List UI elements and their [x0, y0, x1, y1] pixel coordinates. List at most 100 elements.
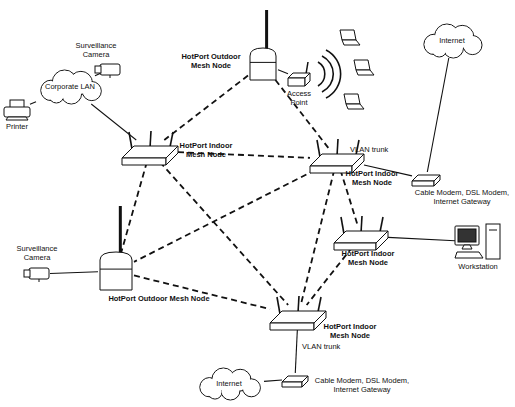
modem-device: Cable Modem, DSL Modem, Internet Gateway [282, 373, 308, 385]
node-shape [122, 140, 178, 162]
antenna [277, 297, 280, 314]
antenna [317, 140, 320, 157]
mesh-link [121, 162, 146, 252]
node-title: HotPort Indoor Mesh Node [318, 323, 382, 340]
printer-tray [6, 117, 28, 120]
laptop-keyboard [342, 40, 360, 45]
node-label: Cable Modem, DSL Modem, Internet Gateway [412, 189, 512, 206]
antenna [337, 139, 338, 156]
wired-link [264, 380, 282, 381]
enclosure-seam [100, 269, 132, 270]
mesh-link [134, 275, 270, 309]
outdoor-enclosure [100, 252, 132, 290]
laptop-symbol [340, 30, 360, 45]
wifi-wave [318, 62, 325, 86]
outdoor-symbol [100, 206, 132, 290]
antenna [119, 206, 122, 254]
node-shape [412, 172, 440, 186]
workstation-device: Workstation [455, 224, 501, 260]
wifi-waves [318, 50, 341, 98]
node-label: Internet [420, 37, 484, 46]
wired-link [50, 272, 98, 274]
laptop-symbol [354, 60, 374, 75]
mesh-node: HotPort Outdoor Mesh Node [248, 48, 278, 80]
camera-symbol [95, 64, 120, 78]
printer-symbol [4, 100, 30, 120]
antenna [170, 132, 173, 147]
modem-symbol [282, 376, 308, 387]
node-label: Access Point [284, 90, 314, 107]
camera-lens [24, 270, 30, 277]
printer-device: Printer [4, 100, 30, 120]
antenna [361, 216, 362, 233]
network-cloud: Corporate LAN [36, 70, 104, 104]
tower [486, 224, 500, 259]
camera-body [100, 64, 120, 75]
node-label: Workstation [449, 263, 507, 272]
box-front [412, 181, 434, 186]
node-shape [95, 62, 121, 78]
node-shape [98, 252, 134, 290]
node-label: Internet [194, 380, 264, 389]
link-label: VLAN trunk [302, 343, 340, 352]
laptop-screen [344, 94, 360, 104]
wired-link [427, 58, 448, 172]
antenna [298, 296, 299, 313]
cloud-fill [243, 380, 259, 396]
keyboard [455, 252, 483, 258]
node-shape [248, 48, 278, 80]
access-point: Access Point [288, 70, 310, 86]
network-cloud: Internet [420, 24, 484, 58]
modem-symbol [412, 175, 440, 186]
camera-mount [110, 75, 111, 78]
node-label: Printer [0, 123, 34, 132]
laptop-screen [354, 60, 370, 70]
printer-body [4, 107, 30, 117]
box-side [376, 231, 388, 250]
tower-drive [489, 230, 497, 231]
mesh-node: HotPort Indoor Mesh Node [270, 305, 326, 327]
mesh-link [275, 80, 328, 148]
ap-side [305, 73, 310, 86]
camera-mount [39, 279, 40, 282]
indoor-symbol [310, 139, 364, 173]
node-title: HotPort Outdoor Mesh Node [94, 295, 224, 304]
mesh-node: HotPort Indoor Mesh Node [122, 140, 178, 162]
ap-symbol [288, 62, 310, 86]
node-title: HotPort Indoor Mesh Node [174, 142, 238, 159]
enclosure-seam [250, 62, 276, 63]
outdoor-enclosure [250, 48, 276, 80]
indoor-symbol [122, 131, 178, 165]
mesh-node: HotPort Indoor Mesh Node [334, 225, 388, 247]
antenna [306, 62, 308, 74]
laptop-screen [340, 30, 356, 40]
camera-device: Surveillance Camera [24, 266, 50, 282]
indoor-symbol [270, 296, 326, 330]
antenna [265, 10, 268, 50]
link-label: VLAN trunk [350, 146, 388, 155]
ap-front [288, 78, 305, 86]
node-shape [455, 224, 501, 260]
box-front [334, 243, 376, 250]
node-label: Cable Modem, DSL Modem, Internet Gateway [312, 377, 412, 394]
camera-lens [95, 66, 101, 73]
box-side [434, 175, 440, 186]
wired-link [295, 327, 297, 373]
mesh-link [160, 162, 288, 305]
wired-link [278, 70, 288, 74]
antenna [129, 132, 132, 149]
laptop-keyboard [346, 104, 364, 109]
antenna [380, 217, 383, 232]
laptop-symbols [340, 30, 374, 109]
wifi-wave [326, 50, 341, 98]
wifi-wave [322, 56, 333, 92]
node-shape [288, 70, 310, 86]
node-title: HotPort Outdoor Mesh Node [176, 53, 246, 70]
node-shape [282, 373, 308, 385]
camera-body [29, 268, 49, 279]
box-front [122, 158, 166, 165]
node-shape [334, 225, 388, 247]
laptop-symbol [344, 94, 364, 109]
monitor [455, 226, 479, 245]
node-shape [270, 305, 326, 327]
